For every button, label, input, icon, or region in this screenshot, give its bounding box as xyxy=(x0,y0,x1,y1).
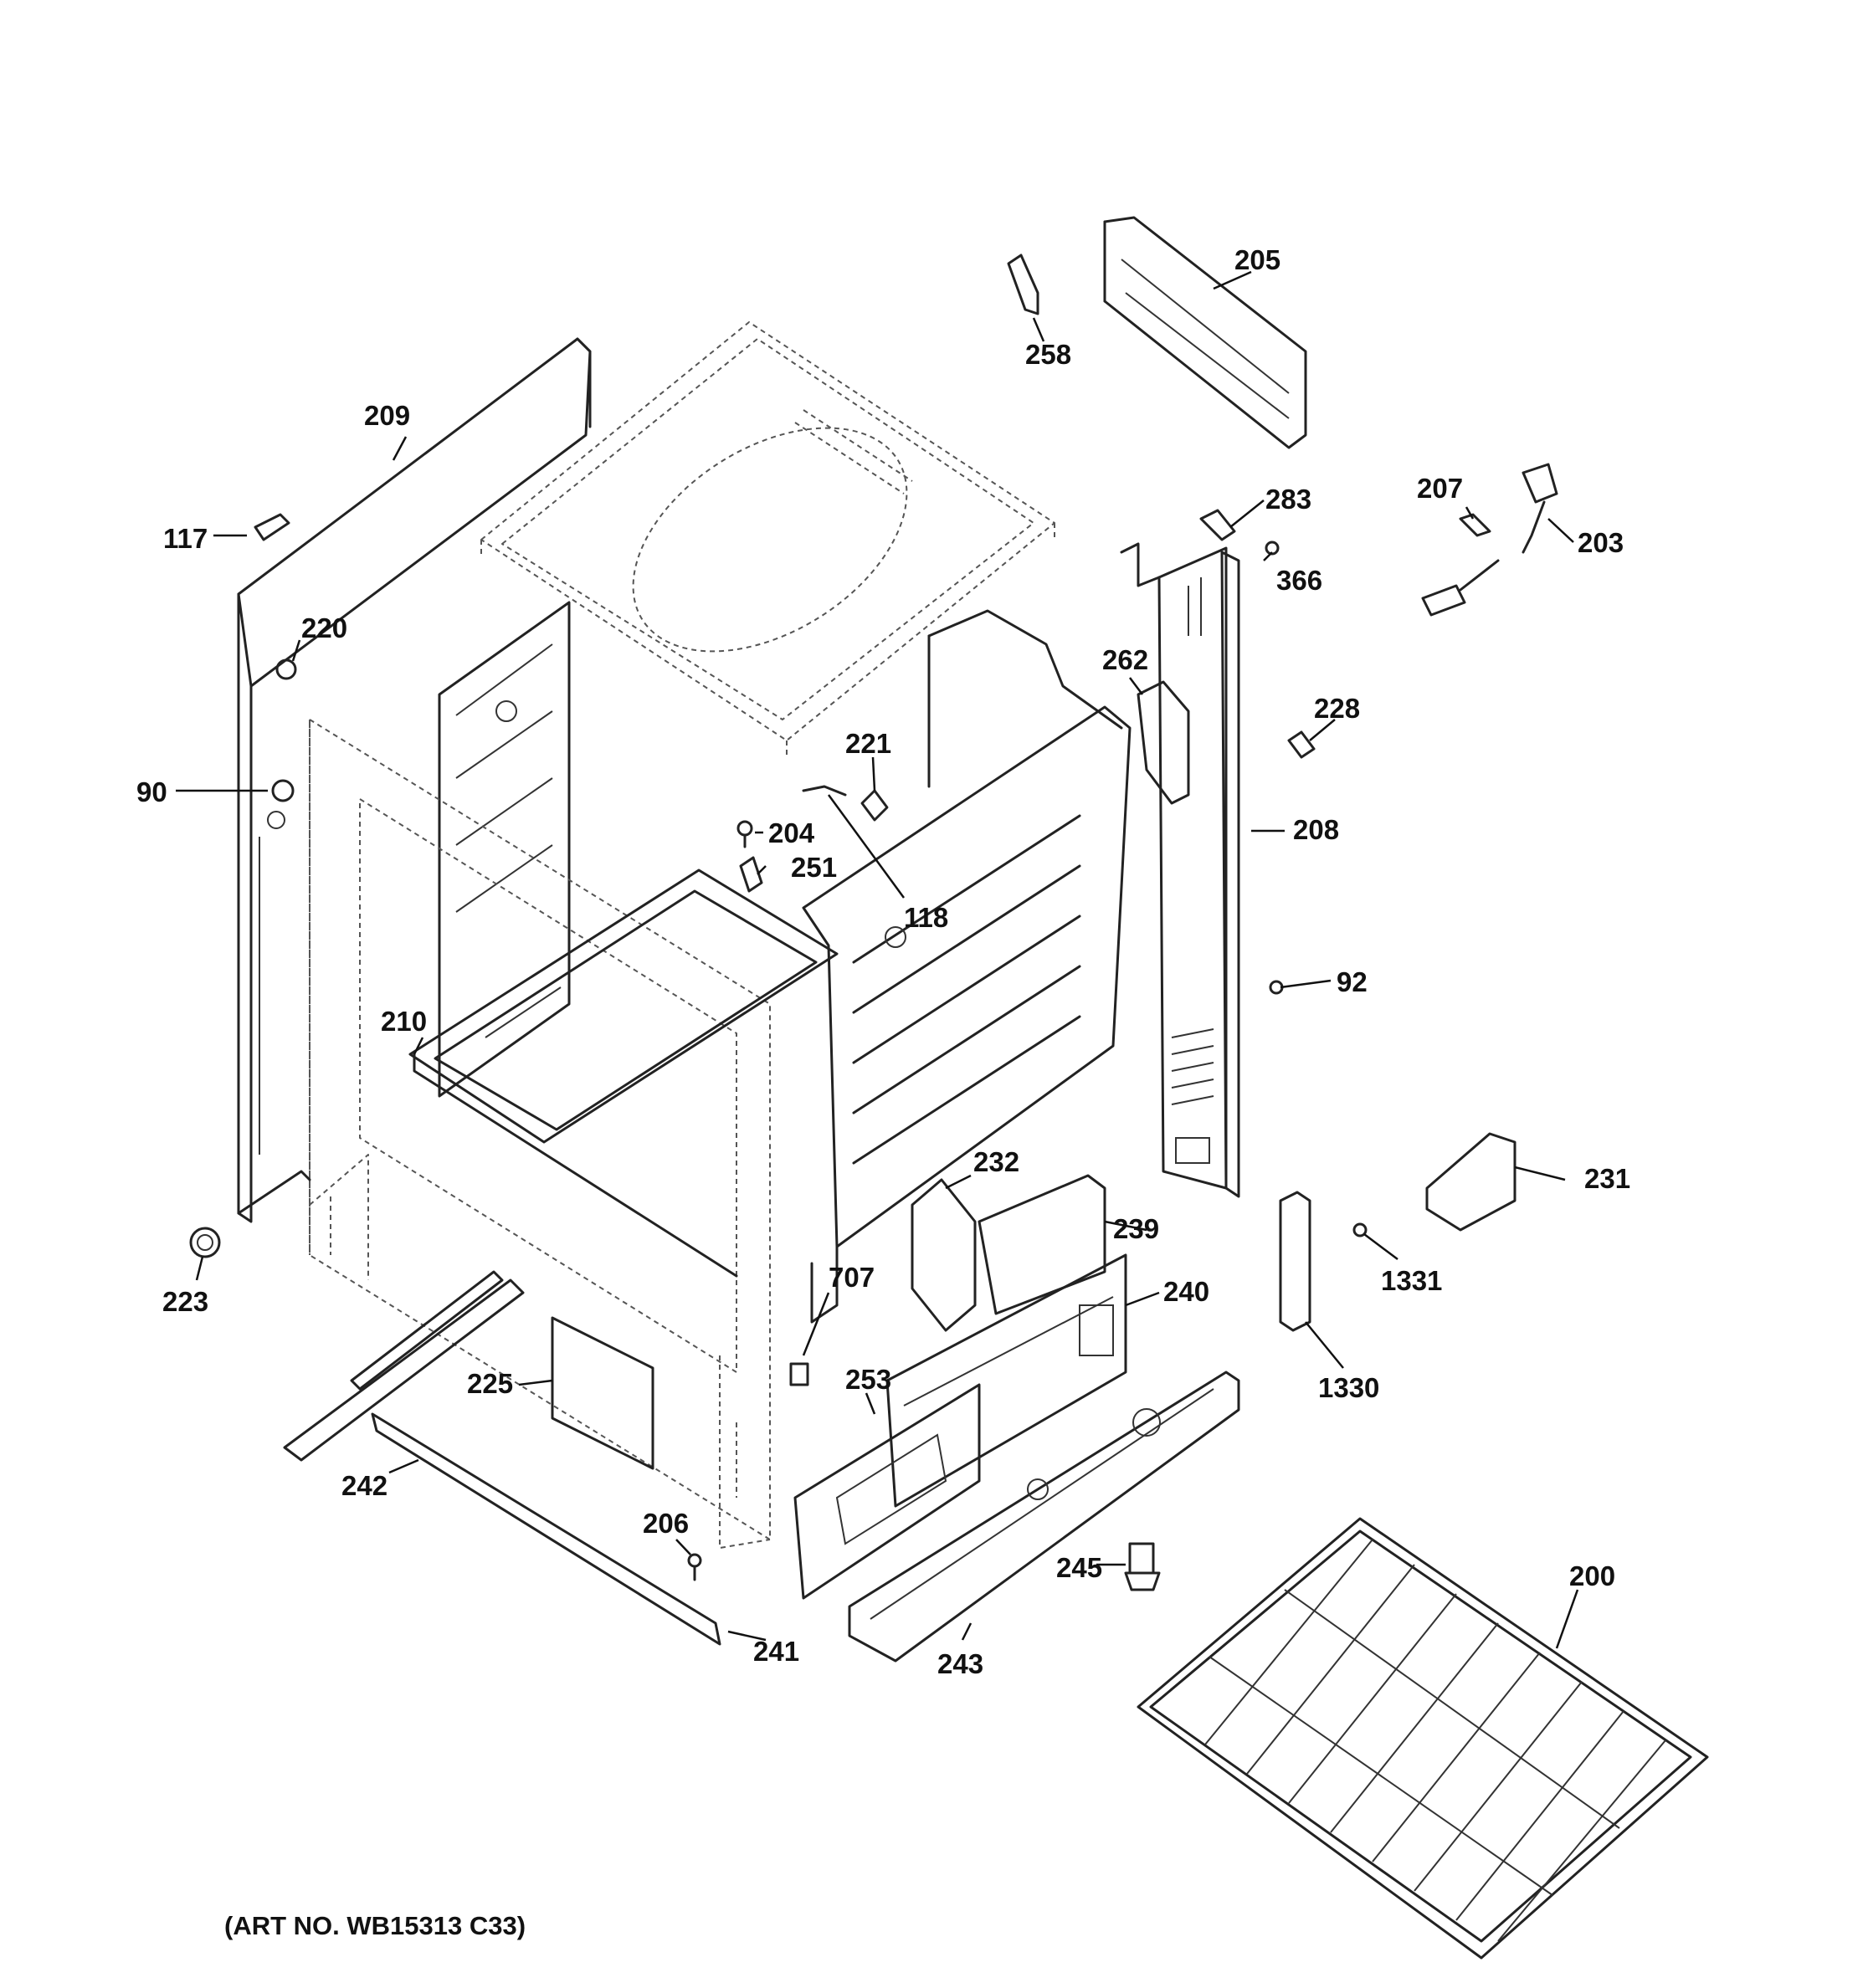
callout-232: 232 xyxy=(973,1146,1019,1177)
callout-258: 258 xyxy=(1025,339,1071,370)
callout-220: 220 xyxy=(301,612,347,643)
callout-200: 200 xyxy=(1569,1560,1615,1591)
back-panel xyxy=(1103,216,1307,449)
callout-205: 205 xyxy=(1234,244,1280,275)
callout-1331: 1331 xyxy=(1381,1265,1442,1296)
rail-241 xyxy=(371,1412,721,1646)
bracket-258 xyxy=(1007,254,1039,315)
oven-liner-back-wall xyxy=(927,609,1123,788)
callout-118: 118 xyxy=(904,902,948,933)
wire-118 xyxy=(802,785,847,797)
bracket-262 xyxy=(1137,680,1190,805)
bracket-231 xyxy=(1425,1132,1516,1232)
leveling-leg-245 xyxy=(1124,1542,1161,1591)
callout-251: 251 xyxy=(791,852,837,883)
leader-lines xyxy=(176,270,1579,1649)
frame-210 xyxy=(413,1053,738,1278)
callout-228: 228 xyxy=(1314,693,1360,724)
side-panel-left xyxy=(237,337,592,1223)
oven-liner-bottom xyxy=(408,868,839,1144)
rail-242 xyxy=(283,1270,525,1462)
screw-204 xyxy=(736,820,753,848)
screw-206 xyxy=(687,1553,702,1581)
bumper-90 xyxy=(271,779,295,802)
bottom-panel-240 xyxy=(885,1253,1127,1508)
callout-262: 262 xyxy=(1102,644,1148,675)
callout-240: 240 xyxy=(1163,1276,1209,1307)
bracket-283 xyxy=(1199,509,1236,541)
callout-221: 221 xyxy=(845,728,891,759)
callout-239: 239 xyxy=(1113,1213,1159,1244)
art-number-label: (ART NO. WB15313 C33) xyxy=(224,1911,526,1940)
callout-245: 245 xyxy=(1056,1552,1102,1583)
callout-210: 210 xyxy=(381,1006,427,1037)
callout-90: 90 xyxy=(136,776,167,807)
oven-body-frame-phantom xyxy=(309,719,771,1549)
screw-92 xyxy=(1269,980,1284,995)
screw-366 xyxy=(1265,541,1280,556)
bracket-228 xyxy=(1287,730,1316,759)
power-cord-203 xyxy=(1421,463,1558,617)
callout-203: 203 xyxy=(1578,527,1624,558)
callout-231: 231 xyxy=(1584,1163,1630,1194)
oven-liner-left-wall xyxy=(438,601,571,1098)
pin-707 xyxy=(789,1362,809,1386)
callout-241: 241 xyxy=(753,1636,799,1667)
callout-253: 253 xyxy=(845,1364,891,1395)
bracket-1330 xyxy=(1279,1191,1311,1332)
callout-242: 242 xyxy=(341,1470,387,1501)
callout-208: 208 xyxy=(1293,814,1339,845)
callout-209: 209 xyxy=(364,400,410,431)
callout-243: 243 xyxy=(937,1648,983,1679)
screw-1331 xyxy=(1352,1222,1368,1237)
callout-117: 117 xyxy=(163,523,208,554)
callout-206: 206 xyxy=(643,1508,689,1539)
callout-labels: 205 258 209 283 207 366 203 117 220 262 … xyxy=(136,244,1630,1679)
callout-92: 92 xyxy=(1337,966,1368,997)
shield-239 xyxy=(978,1174,1106,1315)
side-panel-right xyxy=(1120,542,1240,1198)
burner-box-243 xyxy=(848,1371,1240,1663)
front-bottom-panel-253 xyxy=(793,1383,981,1600)
divider-232 xyxy=(911,1178,977,1332)
callout-225: 225 xyxy=(467,1368,513,1399)
oven-liner-right-wall xyxy=(802,705,1132,1324)
callout-223: 223 xyxy=(162,1286,208,1317)
leveling-leg-cap-223 xyxy=(189,1227,221,1258)
hinge-bracket-117 xyxy=(254,513,290,541)
cooktop-top-phantom xyxy=(480,321,1055,757)
clip-207 xyxy=(1459,513,1491,537)
bracket-251 xyxy=(739,856,763,893)
bumper-220 xyxy=(275,658,297,680)
callout-207: 207 xyxy=(1417,473,1463,504)
callout-1330: 1330 xyxy=(1318,1372,1379,1403)
access-panel-225 xyxy=(551,1316,654,1470)
callout-366: 366 xyxy=(1276,565,1322,596)
probe-bracket-221 xyxy=(860,789,889,822)
callout-707: 707 xyxy=(829,1262,875,1293)
callout-283: 283 xyxy=(1265,484,1311,515)
oven-rack-200 xyxy=(1137,1517,1709,1960)
callout-204: 204 xyxy=(768,817,815,848)
